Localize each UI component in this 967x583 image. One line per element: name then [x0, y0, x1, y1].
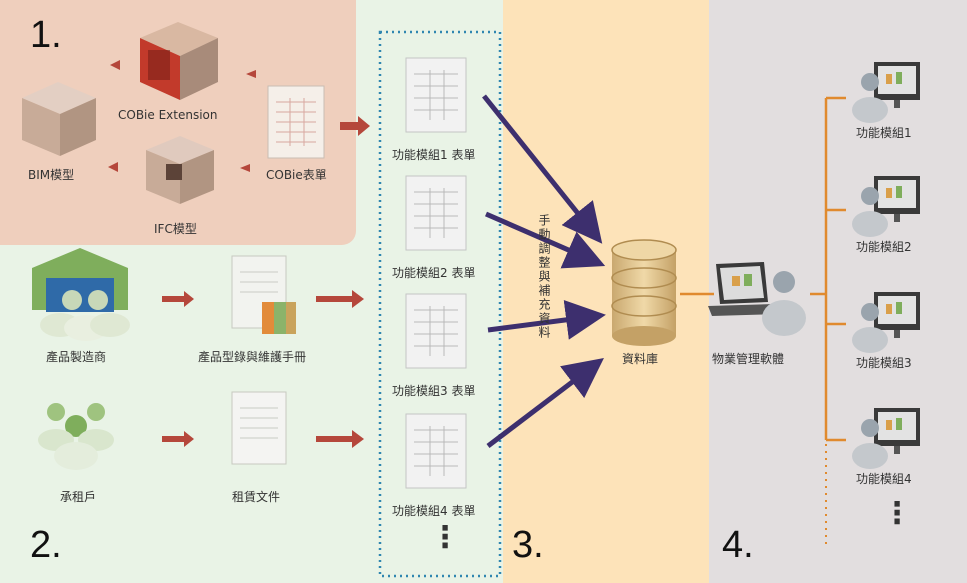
cobie-to-forms-arrow	[340, 116, 370, 136]
cobie-sheet-icon	[267, 85, 325, 159]
catalog-manual-label: 產品型錄與維護手冊	[198, 350, 307, 364]
cobie-extension-cube-icon	[140, 22, 218, 100]
manufacturer-building-icon	[32, 248, 130, 341]
module-3-workstation-icon	[852, 292, 920, 353]
forms-to-database-arrows	[482, 94, 606, 448]
forms-more-ellipsis: ⋮	[430, 520, 460, 555]
cobie-extension-label: COBie Extension	[118, 108, 218, 122]
forms-group-border	[378, 30, 502, 578]
form-sheet-2-icon	[405, 175, 467, 251]
section-number-3: 3.	[512, 524, 544, 566]
module-1-label: 功能模組1	[856, 126, 912, 140]
ifc-model-label: IFC模型	[154, 222, 197, 236]
catalog-manual-icon	[231, 255, 296, 334]
lease-document-icon	[231, 391, 287, 465]
manufacturer-label: 產品製造商	[46, 350, 107, 364]
property-software-icon	[708, 262, 806, 336]
tenant-label: 承租戶	[60, 490, 97, 504]
database-cylinder-icon	[611, 239, 677, 346]
property-software-label: 物業管理軟體	[712, 352, 785, 366]
lease-docs-label: 租賃文件	[232, 490, 281, 504]
form-1-label: 功能模組1 表單	[392, 148, 476, 162]
form-sheet-3-icon	[405, 293, 467, 369]
modules-bracket	[810, 96, 846, 442]
form-2-label: 功能模組2 表單	[392, 266, 476, 280]
database-label: 資料庫	[622, 352, 659, 366]
module-4-workstation-icon	[852, 408, 920, 469]
cobie-form-label: COBie表單	[266, 168, 327, 182]
section-number-2: 2.	[30, 524, 62, 566]
module-2-label: 功能模組2	[856, 240, 912, 254]
section2-arrows	[162, 290, 364, 448]
module-4-label: 功能模組4	[856, 472, 912, 486]
bim-cube-icon	[22, 82, 96, 156]
module-2-workstation-icon	[852, 176, 920, 237]
module-3-label: 功能模組3	[856, 356, 912, 370]
section-number-1: 1.	[30, 14, 62, 56]
manual-adjust-label: 手動調整與補充資料	[537, 214, 551, 340]
ifc-cube-icon	[146, 136, 214, 204]
form-sheet-4-icon	[405, 413, 467, 489]
form-sheet-1-icon	[405, 57, 467, 133]
bim-model-label: BIM模型	[28, 168, 75, 182]
section-number-4: 4.	[722, 524, 754, 566]
module-1-workstation-icon	[852, 62, 920, 123]
form-3-label: 功能模組3 表單	[392, 384, 476, 398]
modules-more-ellipsis: ⋮	[882, 496, 912, 531]
form-4-label: 功能模組4 表單	[392, 504, 476, 518]
section1-arrows	[108, 60, 256, 172]
tenant-people-icon	[38, 403, 114, 470]
